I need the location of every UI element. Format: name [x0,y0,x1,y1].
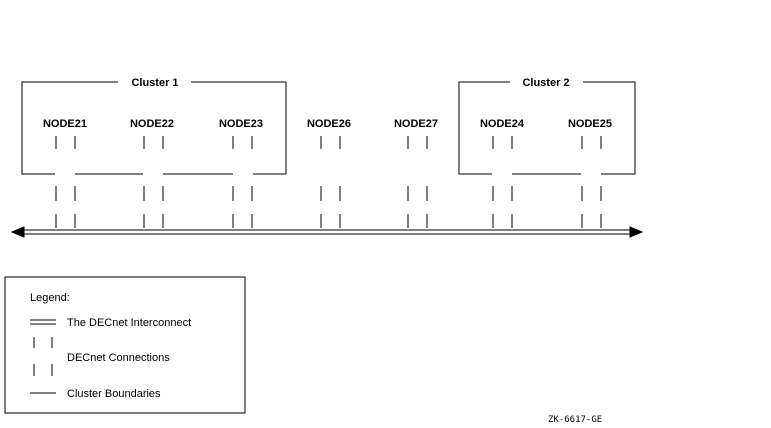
node23-label: NODE23 [219,118,263,130]
node25-connection [581,136,602,228]
legend-interconnect-label: The DECnet Interconnect [67,317,191,329]
node21-connection [55,136,76,228]
node24-connection [492,136,513,228]
cluster-1-boundary: Cluster 1 [21,77,287,175]
cluster-2-boundary: Cluster 2 [458,77,636,175]
node22-label: NODE22 [130,118,174,130]
node22-connection [143,136,164,228]
node26-connection [320,136,341,228]
node26-label: NODE26 [307,118,351,130]
figure-id: ZK-6617-GE [548,415,602,425]
decnet-interconnect [10,226,644,238]
node21-label: NODE21 [43,118,87,130]
node25-label: NODE25 [568,118,612,130]
legend-dashed-pair-symbol [33,337,53,376]
node27-label: NODE27 [394,118,438,130]
node27-connection [407,136,428,228]
legend-box [4,276,246,414]
right-arrowhead [629,226,644,238]
decnet-connections [55,136,602,228]
legend-connections-label: DECnet Connections [67,352,170,364]
node23-connection [232,136,253,228]
legend-title: Legend: [30,292,70,304]
left-arrowhead [10,226,25,238]
legend: Legend: The DECnet Interconnect DECnet C… [4,276,246,414]
cluster-2-label: Cluster 2 [522,77,569,89]
node24-label: NODE24 [480,118,525,130]
legend-boundaries-label: Cluster Boundaries [67,388,161,400]
cluster-1-label: Cluster 1 [131,77,178,89]
